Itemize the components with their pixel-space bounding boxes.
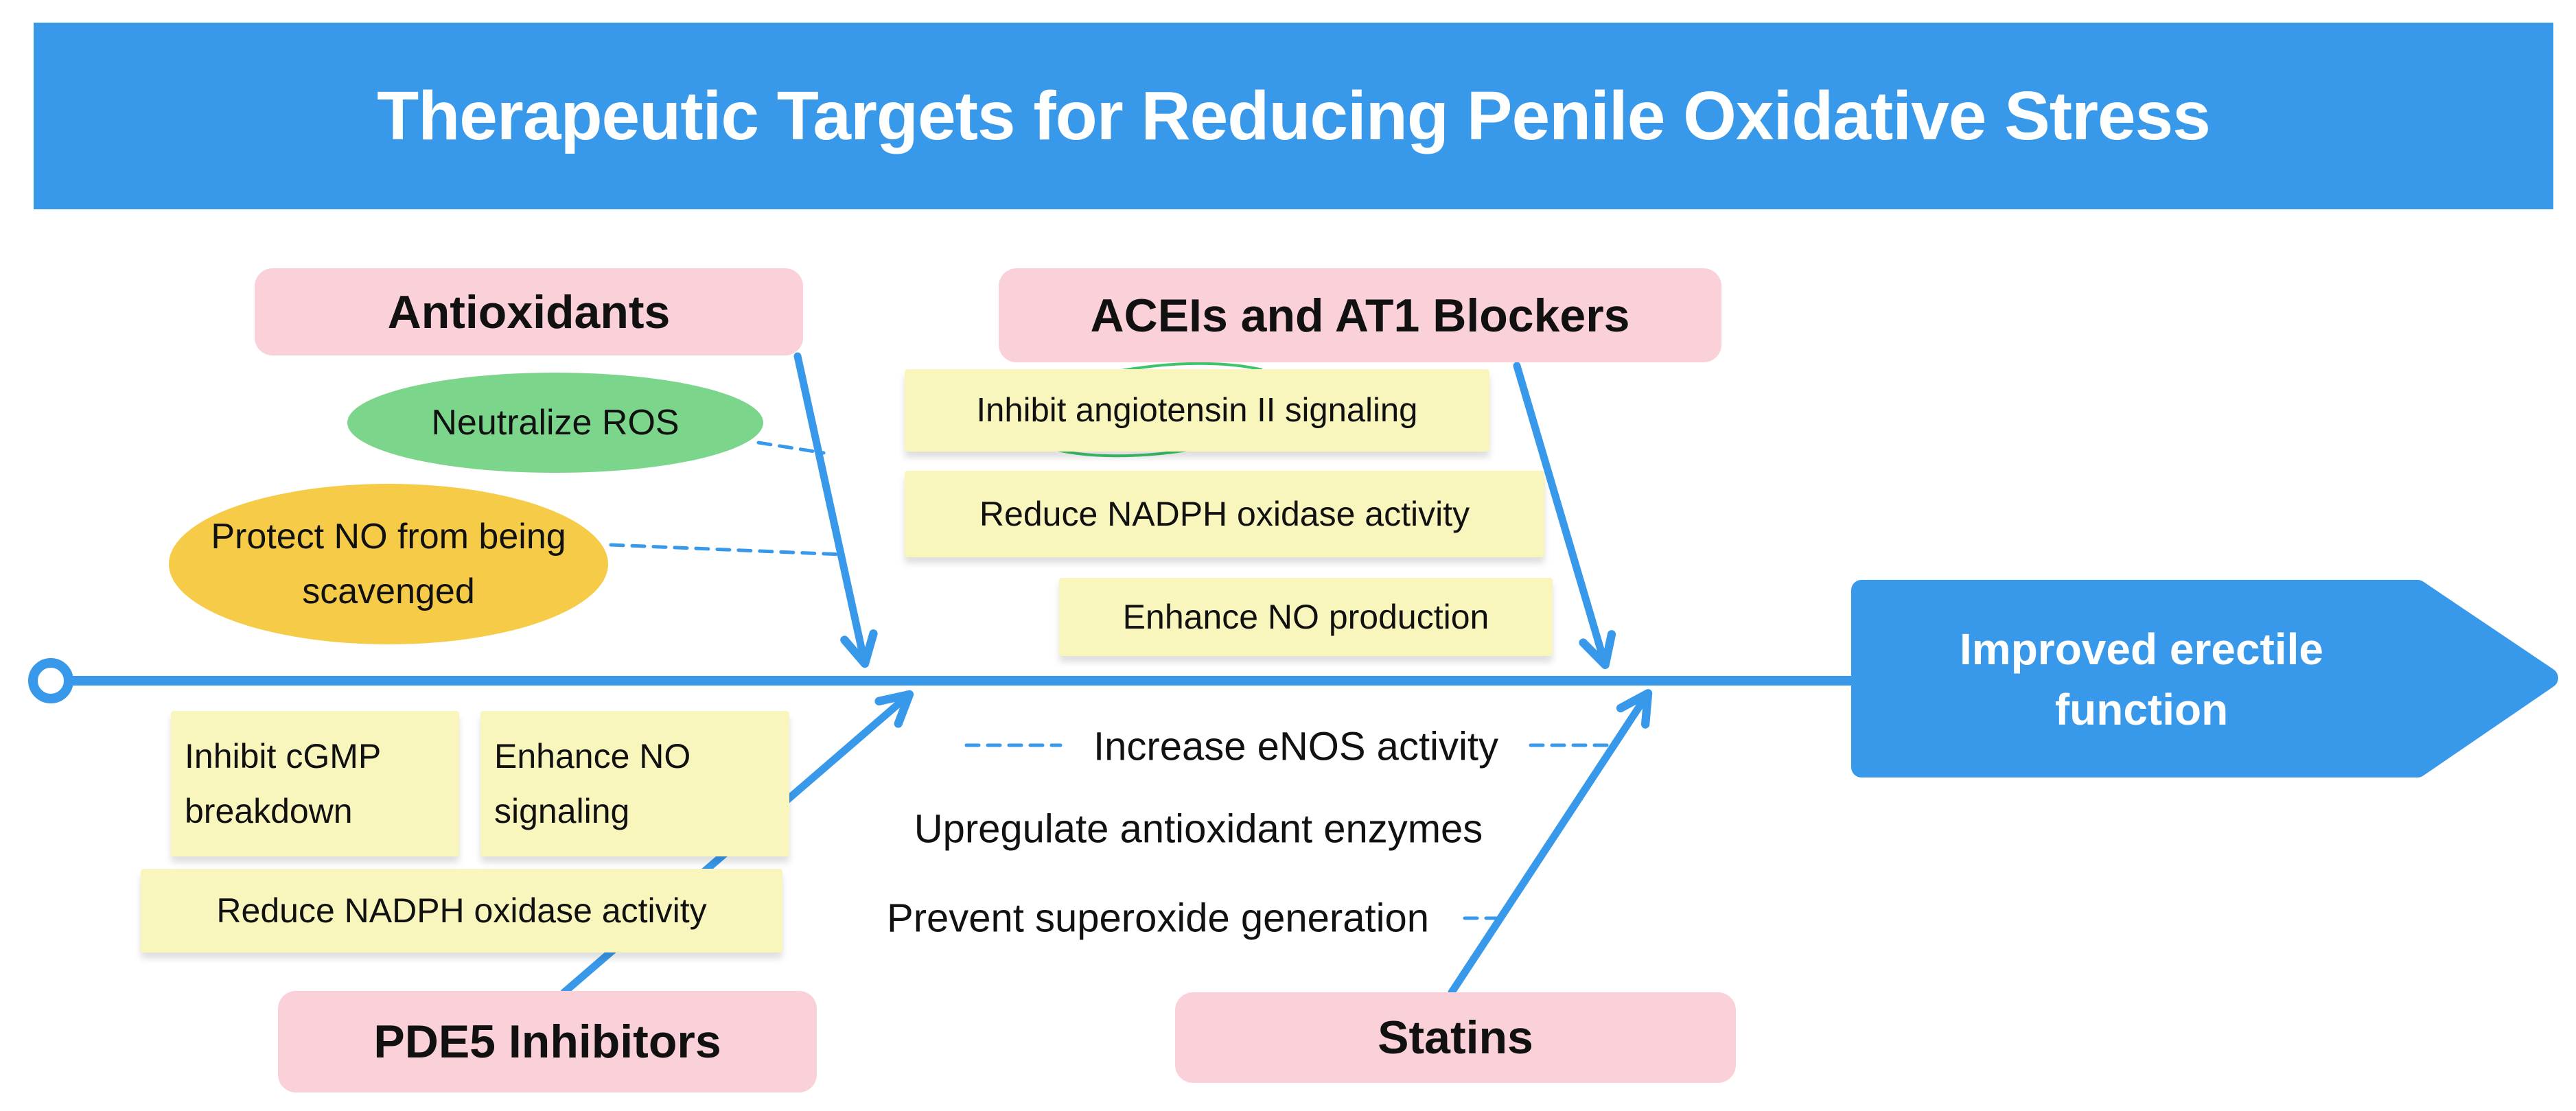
category-aceis-at1-blockers: ACEIs and AT1 Blockers xyxy=(999,268,1721,362)
category-pde5-inhibitors: PDE5 Inhibitors xyxy=(278,991,817,1092)
branch-arrow-antioxidants xyxy=(793,352,878,668)
item-prevent-superoxide: Prevent superoxide generation xyxy=(887,896,1429,941)
title-banner: Therapeutic Targets for Reducing Penile … xyxy=(34,23,2553,209)
result-arrow-shape xyxy=(1851,580,2558,777)
item-inhibit-cgmp: Inhibit cGMP breakdown xyxy=(171,711,459,856)
item-protect-no: Protect NO from being scavenged xyxy=(169,484,608,644)
category-antioxidants: Antioxidants xyxy=(255,268,803,355)
item-reduce-nadph-pde5: Reduce NADPH oxidase activity xyxy=(141,869,782,952)
item-upregulate-antioxidant-enzymes: Upregulate antioxidant enzymes xyxy=(914,806,1483,852)
item-enhance-no-production: Enhance NO production xyxy=(1059,578,1553,656)
spine-start-circle xyxy=(28,658,73,703)
item-reduce-nadph-aceis: Reduce NADPH oxidase activity xyxy=(905,471,1544,557)
dashed-connector-neutralize-ros xyxy=(756,441,826,455)
category-statins: Statins xyxy=(1175,992,1736,1083)
item-enhance-no-signaling: Enhance NO signaling xyxy=(480,711,789,856)
branch-arrow-aceis xyxy=(1513,362,1616,670)
dashed-connector-protect-no xyxy=(609,543,844,557)
page-title: Therapeutic Targets for Reducing Penile … xyxy=(377,77,2211,154)
item-neutralize-ros: Neutralize ROS xyxy=(347,373,763,473)
item-inhibit-angiotensin: Inhibit angiotensin II signaling xyxy=(905,369,1489,452)
result-label: Improved erectile function xyxy=(1960,624,2323,734)
branch-arrow-statins xyxy=(1448,689,1653,996)
item-increase-enos: Increase eNOS activity xyxy=(1093,724,1498,769)
